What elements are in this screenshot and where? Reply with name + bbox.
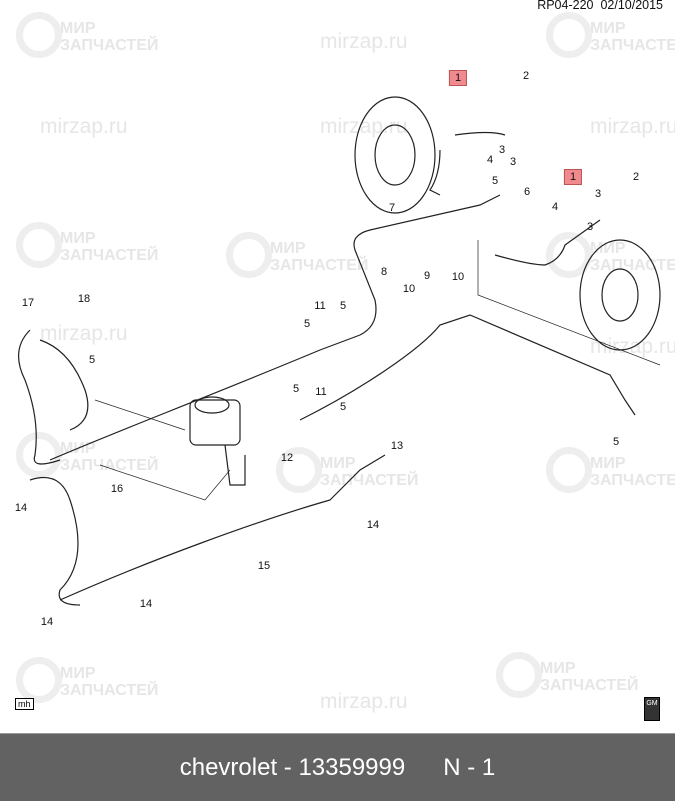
callout-label: 8 — [380, 266, 388, 278]
map-pin-icon — [546, 232, 592, 278]
watermark-line2: ЗАПЧАСТЕЙ — [60, 457, 159, 474]
diagram-reference: RP04-220 02/10/2015 — [537, 0, 663, 12]
brake-lines-diagram — [18, 96, 661, 606]
part-reference: N - 1 — [443, 753, 496, 781]
callout-label: 15 — [257, 560, 271, 572]
hose-front — [429, 131, 506, 196]
callout-label: 14 — [40, 616, 54, 628]
mh-badge: mh — [15, 698, 34, 710]
callout-label: 14 — [139, 598, 153, 610]
callout-label: 17 — [21, 297, 35, 309]
callout-label: 11 — [314, 300, 326, 312]
callout-label: 4 — [486, 154, 494, 166]
watermark-line1: МИР — [540, 660, 576, 677]
map-pin-icon — [226, 232, 272, 278]
diagram-code: RP04-220 — [537, 0, 594, 12]
map-pin-icon — [16, 12, 62, 58]
watermark-line1: МИР — [590, 455, 626, 472]
watermark-line1: МИР — [60, 20, 96, 37]
watermark-url: mirzap.ru — [40, 322, 128, 345]
callout-label: 5 — [339, 300, 347, 312]
map-pin-icon — [16, 432, 62, 478]
hose-rear — [494, 219, 601, 266]
watermark-line2: ЗАПЧАСТЕЙ — [270, 257, 369, 274]
map-pin-icon — [546, 447, 592, 493]
callout-label: 14 — [14, 502, 28, 514]
callout-label: 9 — [423, 270, 431, 282]
watermark-line2: ЗАПЧАСТЕЙ — [60, 247, 159, 264]
brake-line-lower — [29, 476, 81, 606]
brake-line-main — [49, 194, 501, 461]
callout-label: 10 — [451, 271, 465, 283]
callout-label: 3 — [509, 156, 517, 168]
watermark-line2: ЗАПЧАСТЕЙ — [540, 677, 639, 694]
callout-label: 5 — [491, 175, 499, 187]
watermark-line2: ЗАПЧАСТЕЙ — [590, 257, 675, 274]
brake-line-left — [18, 329, 89, 465]
watermark-line1: МИР — [60, 230, 96, 247]
callout-label: 10 — [402, 283, 416, 295]
watermark-line1: МИР — [60, 665, 96, 682]
callout-label: 4 — [551, 201, 559, 213]
watermark-line1: МИР — [590, 240, 626, 257]
brake-line-right — [299, 314, 636, 421]
callout-label: 11 — [315, 386, 327, 398]
watermark-line2: ЗАПЧАСТЕЙ — [590, 472, 675, 489]
gm-logo: GM — [644, 697, 660, 721]
watermark-url: mirzap.ru — [590, 115, 675, 138]
callout-label: 5 — [303, 318, 311, 330]
callout-label: 5 — [292, 383, 300, 395]
diagram-date: 02/10/2015 — [600, 0, 663, 12]
watermark-url: mirzap.ru — [320, 115, 408, 138]
callout-label: 3 — [586, 221, 594, 233]
callout-label: 5 — [339, 401, 347, 413]
brake-line-rear — [59, 454, 386, 601]
callout-label: 2 — [632, 171, 640, 183]
callout-label: 12 — [280, 452, 294, 464]
map-pin-icon — [16, 657, 62, 703]
watermark-line2: ЗАПЧАСТЕЙ — [60, 37, 159, 54]
map-pin-icon — [546, 12, 592, 58]
callout-label: 3 — [594, 188, 602, 200]
watermark-line1: МИР — [270, 240, 306, 257]
footer-bar: chevrolet - 13359999 N - 1 — [0, 733, 675, 801]
callout-label: 18 — [77, 293, 91, 305]
callout-label: 1 — [563, 169, 583, 185]
callout-label: 2 — [522, 70, 530, 82]
map-pin-icon — [16, 222, 62, 268]
watermark-line2: ЗАПЧАСТЕЙ — [60, 682, 159, 699]
callout-label: 6 — [523, 186, 531, 198]
abs-module — [189, 399, 241, 446]
callout-label: 5 — [88, 354, 96, 366]
callout-label: 13 — [390, 440, 404, 452]
map-pin-icon — [496, 652, 542, 698]
watermark-url: mirzap.ru — [590, 335, 675, 358]
watermark-line1: МИР — [320, 455, 356, 472]
callout-label: 1 — [448, 70, 468, 86]
watermark-url: mirzap.ru — [320, 690, 408, 713]
map-pin-icon — [276, 447, 322, 493]
rotor-rear — [579, 239, 661, 351]
watermark-line1: МИР — [590, 20, 626, 37]
callout-label: 7 — [388, 202, 396, 214]
watermark-url: mirzap.ru — [40, 115, 128, 138]
part-number: chevrolet - 13359999 — [179, 753, 406, 781]
callout-label: 5 — [612, 436, 620, 448]
watermark-line2: ЗАПЧАСТЕЙ — [590, 37, 675, 54]
callout-label: 16 — [110, 483, 124, 495]
watermark-url: mirzap.ru — [320, 30, 408, 53]
callout-label: 3 — [498, 144, 506, 156]
callout-label: 14 — [366, 519, 380, 531]
rotor-front — [354, 96, 436, 214]
